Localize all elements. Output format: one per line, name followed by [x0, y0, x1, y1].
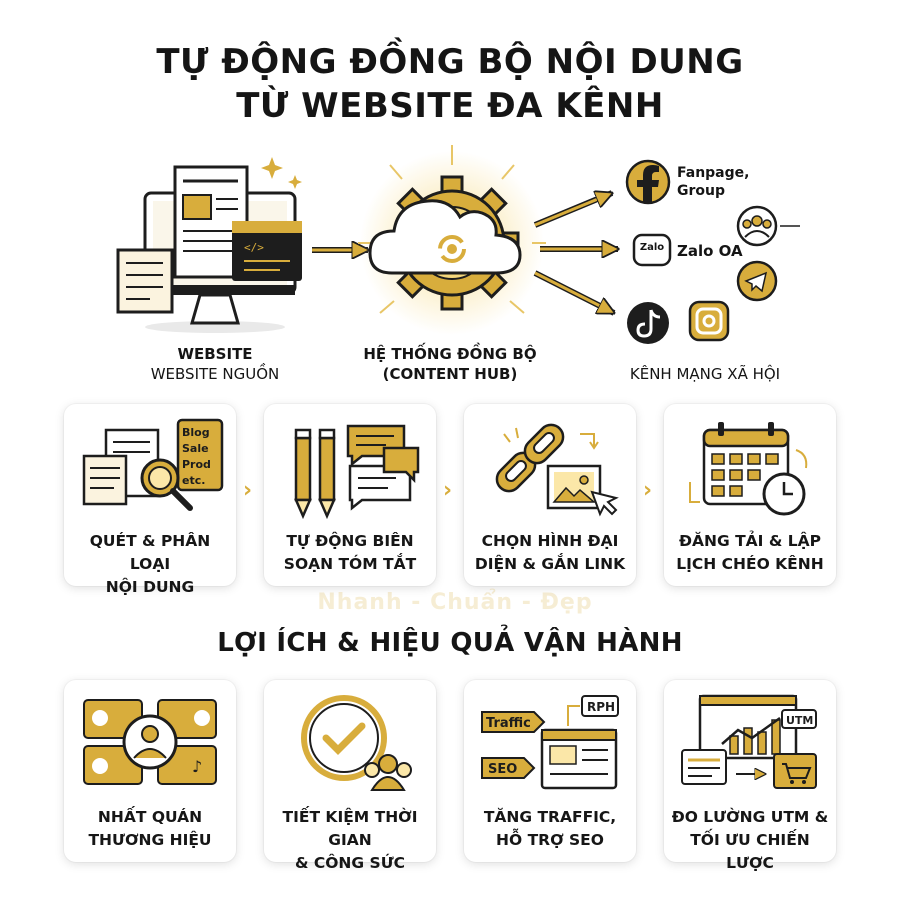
link-image-icon [495, 423, 619, 517]
tag-etc: etc. [182, 474, 205, 487]
benefit-card-utm: UTM ĐO LƯỜNG UTM & TỐI ƯU CHIẾN LƯỢC [664, 680, 836, 872]
page-title: TỰ ĐỘNG ĐỒNG BỘ NỘI DUNG TỪ WEBSITE ĐA K… [0, 40, 900, 128]
facebook-icon [625, 159, 671, 205]
benefits-title: LỢI ÍCH & HIỆU QUẢ VẬN HÀNH [217, 628, 683, 658]
seo-tag: SEO [488, 762, 517, 777]
benefit-caption: NHẤT QUÁN THƯƠNG HIỆU [88, 808, 212, 849]
title-line-2: TỪ WEBSITE ĐA KÊNH [236, 86, 664, 126]
calendar-clock-icon [689, 422, 808, 516]
traffic-seo-icon: Traffic SEO RPH [481, 695, 619, 790]
chevron-right-icon: › [443, 478, 453, 503]
benefit-card-traffic: Traffic SEO RPH TĂNG TRAFFIC, HỖ TRỢ SEO [464, 680, 636, 862]
step-caption: ĐĂNG TẢI & LẬP LỊCH CHÉO KÊNH [676, 532, 824, 573]
clock-check-icon [301, 695, 412, 791]
step-card-schedule: ĐĂNG TẢI & LẬP LỊCH CHÉO KÊNH [664, 404, 836, 586]
svg-text:</>: </> [244, 241, 264, 254]
benefit-caption: TIẾT KIỆM THỜI GIAN & CÔNG SỨC [282, 808, 418, 872]
benefit-card-time: TIẾT KIỆM THỜI GIAN & CÔNG SỨC [264, 680, 436, 872]
watermark-text: Nhanh - Chuẩn - Đẹp [317, 590, 593, 615]
channels-label: KÊNH MẠNG XÃ HỘI [629, 365, 781, 383]
telegram-icon [736, 260, 778, 302]
tag-prod: Prod [182, 458, 211, 471]
step-card-image-link: CHỌN HÌNH ĐẠI DIỆN & GẮN LINK [464, 404, 636, 586]
tag-sale: Sale [182, 442, 209, 455]
step-caption: TỰ ĐỘNG BIÊN SOẠN TÓM TẮT [283, 532, 417, 573]
hub-label: HỆ THỐNG ĐỒNG BỘ (CONTENT HUB) [363, 345, 537, 383]
pencil-chat-icon [294, 424, 420, 520]
cloud-gear-icon [358, 145, 546, 335]
rph-tag: RPH [587, 700, 615, 714]
utm-tag: UTM [786, 714, 813, 727]
title-line-1: TỰ ĐỘNG ĐỒNG BỘ NỘI DUNG [156, 42, 744, 82]
tiktok-icon [627, 302, 669, 344]
scan-document-icon: Blog Sale Prod etc. [82, 418, 224, 511]
step-card-summarize: TỰ ĐỘNG BIÊN SOẠN TÓM TẮT [264, 404, 436, 586]
zalo-logo-text: Zalo [639, 242, 665, 253]
benefit-caption: ĐO LƯỜNG UTM & TỐI ƯU CHIẾN LƯỢC [671, 808, 829, 872]
source-label: WEBSITE WEBSITE NGUỒN [150, 345, 280, 383]
chevron-right-icon: › [243, 478, 253, 503]
tag-blog: Blog [182, 426, 210, 439]
utm-analytics-icon: UTM [681, 694, 817, 789]
facebook-label: Fanpage, Group [677, 165, 750, 199]
svg-text:♪: ♪ [192, 757, 202, 776]
brand-consistency-icon: ♪ [83, 699, 217, 785]
website-icon: </> [116, 157, 302, 333]
step-caption: CHỌN HÌNH ĐẠI DIỆN & GẮN LINK [474, 532, 626, 573]
step-caption: QUÉT & PHÂN LOẠI NỘI DUNG [89, 532, 211, 596]
zalo-icon [632, 233, 672, 267]
instagram-icon [688, 300, 730, 342]
benefit-caption: TĂNG TRAFFIC, HỖ TRỢ SEO [483, 808, 617, 849]
chevron-right-icon: › [643, 478, 653, 503]
traffic-tag: Traffic [486, 716, 531, 731]
benefit-card-brand: ♪ NHẤT QUÁN THƯƠNG HIỆU [64, 680, 236, 862]
sync-flow-diagram: </> [116, 145, 800, 344]
group-icon [736, 205, 800, 247]
zalo-label: Zalo OA [677, 242, 743, 260]
step-card-scan: Blog Sale Prod etc. QUÉT & PHÂN LOẠI NỘI… [64, 404, 236, 596]
